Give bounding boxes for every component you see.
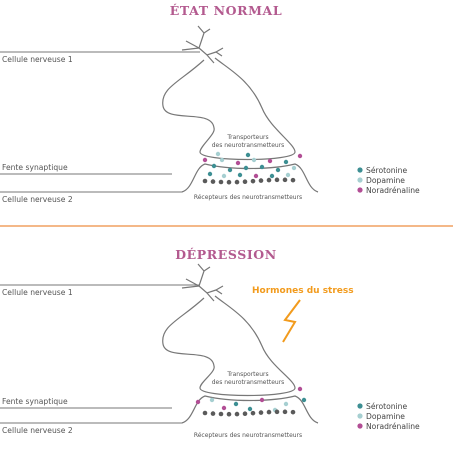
legend-dot-noradrenaline: [357, 423, 363, 429]
label-transporters-line2: des neurotransmetteurs: [212, 379, 285, 386]
receptor-dot: [282, 177, 288, 183]
neurotransmitter-dot-serotonin: [211, 163, 217, 169]
neurotransmitter-dot-noradrenaline: [221, 405, 227, 411]
receptor-dot: [250, 178, 256, 184]
neurotransmitter-dot-noradrenaline: [202, 157, 208, 163]
neurotransmitter-dot-dopamine: [283, 401, 289, 407]
neurotransmitter-dot-dopamine: [221, 173, 227, 179]
neurotransmitter-dot-serotonin: [301, 397, 307, 403]
neuron-2-membrane: [181, 163, 319, 193]
receptor-dot: [258, 410, 264, 415]
label-stress-hormones: Hormones du stress: [252, 286, 354, 296]
neurotransmitter-dot-serotonin: [233, 401, 239, 407]
receptor-dot: [274, 177, 280, 183]
label-transporters-line1: Transporteurs: [226, 371, 268, 378]
receptor-dot: [226, 179, 232, 185]
neurotransmitter-dot-serotonin: [259, 164, 265, 170]
neurotransmitter-dot-dopamine: [215, 151, 221, 157]
legend: Sérotonine Dopamine Noradrénaline: [357, 166, 420, 195]
receptor-dot: [290, 177, 296, 183]
legend-label-dopamine: Dopamine: [366, 176, 405, 185]
panel-title: ÉTAT NORMAL: [170, 3, 282, 18]
panel-title: DÉPRESSION: [175, 247, 277, 262]
neurotransmitter-dot-serotonin: [237, 172, 243, 178]
legend-dot-serotonin: [357, 403, 363, 409]
legend-label-noradrenaline: Noradrénaline: [366, 186, 420, 195]
receptor-dot: [266, 409, 272, 415]
label-receptors: Récepteurs des neurotransmetteurs: [194, 194, 302, 201]
neurotransmitter-dot-noradrenaline: [297, 153, 303, 159]
panel-normal: ÉTAT NORMAL Cellule nerveuse 1 Fente syn…: [0, 3, 420, 204]
legend-label-noradrenaline: Noradrénaline: [366, 422, 420, 431]
neuron-1: [162, 263, 296, 397]
neurotransmitter-dot-noradrenaline: [235, 160, 241, 166]
receptor-dot: [266, 177, 272, 183]
receptor-dot: [282, 409, 288, 415]
neurotransmitters: [202, 151, 303, 179]
label-synaptic-gap: Fente synaptique: [2, 397, 68, 406]
neurotransmitter-dot-dopamine: [219, 157, 225, 163]
legend-dot-serotonin: [357, 167, 363, 173]
receptor-dot: [202, 178, 208, 184]
label-cell-1: Cellule nerveuse 1: [2, 55, 73, 64]
neurotransmitter-dot-noradrenaline: [259, 397, 265, 403]
neurotransmitter-dot-serotonin: [207, 171, 213, 177]
neurotransmitter-dot-serotonin: [275, 167, 281, 173]
receptor-dot: [210, 411, 216, 416]
receptor-dot: [210, 179, 216, 184]
neurotransmitter-dot-dopamine: [209, 397, 215, 403]
label-synaptic-gap: Fente synaptique: [2, 163, 68, 172]
neurotransmitter-dot-noradrenaline: [267, 158, 273, 164]
legend: Sérotonine Dopamine Noradrénaline: [357, 402, 420, 431]
neurotransmitter-dot-noradrenaline: [297, 386, 303, 392]
legend-dot-noradrenaline: [357, 187, 363, 193]
legend-dot-dopamine: [357, 413, 363, 419]
neurotransmitter-dot-serotonin: [247, 406, 253, 412]
neurotransmitter-dot-dopamine: [291, 165, 297, 171]
neurotransmitter-dot-dopamine: [251, 157, 257, 163]
neuron-1: [162, 25, 296, 161]
neurotransmitters: [195, 386, 307, 413]
label-transporters-line1: Transporteurs: [226, 134, 268, 141]
receptors: [202, 409, 296, 417]
legend-label-serotonin: Sérotonine: [366, 402, 407, 411]
lightning-icon: [282, 299, 301, 343]
receptor-dot: [218, 179, 224, 185]
neurotransmitter-dot-serotonin: [269, 173, 275, 179]
neurotransmitter-dot-serotonin: [245, 152, 251, 158]
panel-depression: DÉPRESSION Cellule nerveuse 1 Fente syna…: [0, 247, 420, 439]
label-cell-1: Cellule nerveuse 1: [2, 288, 73, 297]
legend-label-dopamine: Dopamine: [366, 412, 405, 421]
receptor-dot: [218, 411, 224, 417]
receptor-dot: [242, 411, 248, 417]
neurotransmitter-dot-noradrenaline: [253, 173, 259, 179]
neurotransmitter-dot-serotonin: [283, 159, 289, 165]
receptor-dot: [242, 179, 248, 185]
receptor-dot: [258, 178, 264, 183]
label-cell-2: Cellule nerveuse 2: [2, 195, 73, 204]
neurotransmitter-dot-noradrenaline: [195, 399, 201, 405]
receptor-dot: [274, 409, 280, 415]
neurotransmitter-dot-dopamine: [285, 172, 291, 178]
neurotransmitter-dot-serotonin: [227, 167, 233, 173]
neuron-2-membrane: [181, 395, 319, 424]
legend-label-serotonin: Sérotonine: [366, 166, 407, 175]
receptors: [202, 177, 296, 185]
receptor-dot: [234, 179, 240, 185]
receptor-dot: [226, 411, 232, 417]
receptor-dot: [202, 410, 208, 416]
neurotransmitter-dot-serotonin: [243, 165, 249, 171]
receptor-dot: [290, 409, 296, 415]
label-receptors: Récepteurs des neurotransmetteurs: [194, 432, 302, 439]
label-transporters-line2: des neurotransmetteurs: [212, 142, 285, 149]
legend-dot-dopamine: [357, 177, 363, 183]
receptor-dot: [234, 411, 240, 417]
receptor-dot: [250, 410, 256, 416]
label-cell-2: Cellule nerveuse 2: [2, 426, 73, 435]
